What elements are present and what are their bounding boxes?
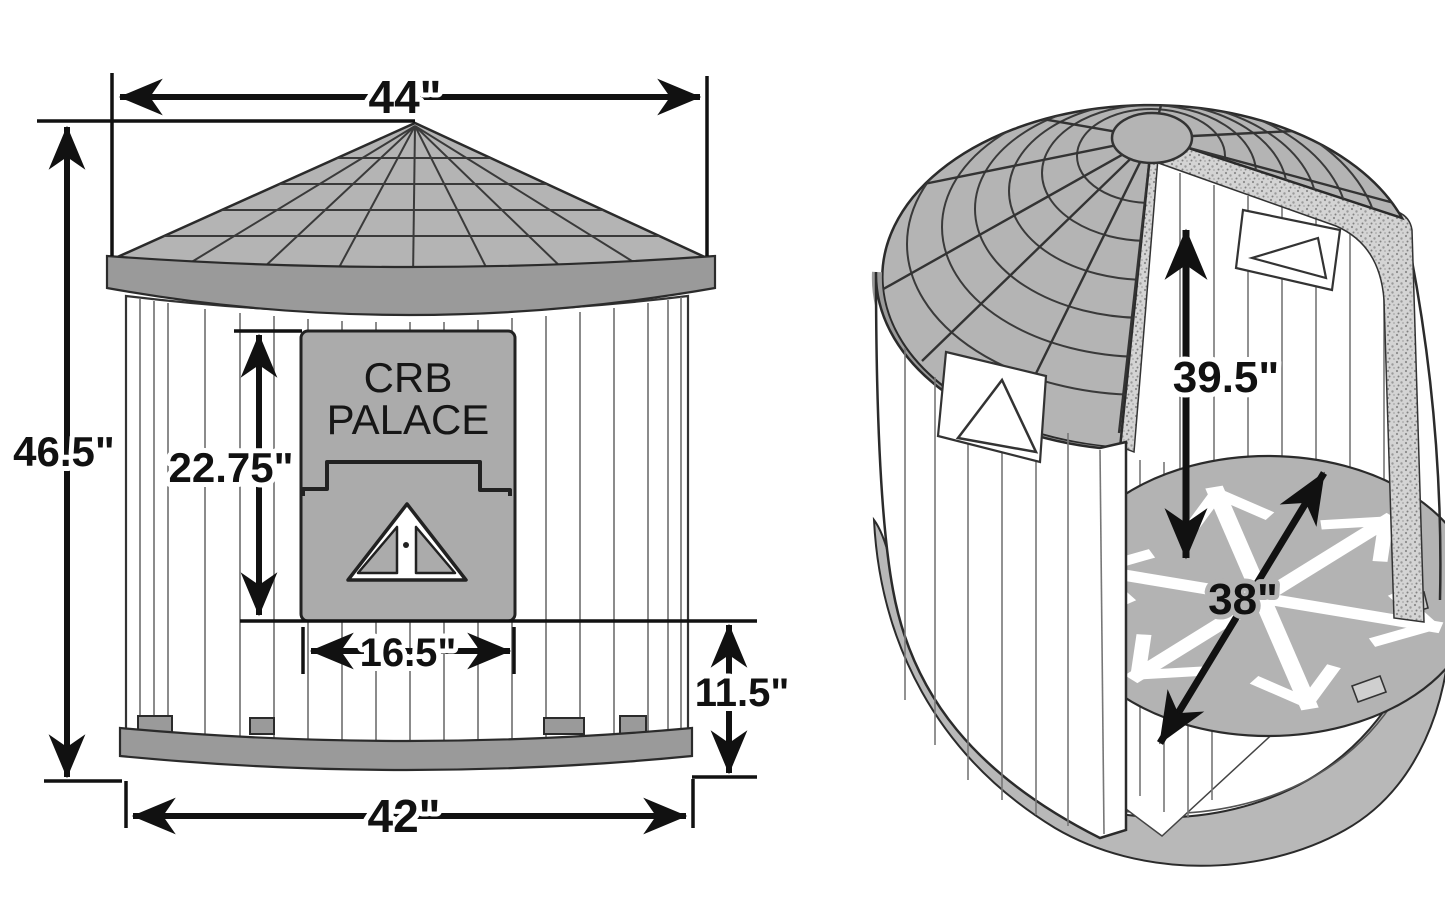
outer-wall [874,271,1128,840]
roof-hub [1110,111,1194,165]
dim-base-height: 11.5" [690,623,794,775]
dim-interior-diameter-label: 38" [1208,575,1278,624]
dim-roof-width-label: 44" [369,71,442,123]
dim-interior-diameter: 38" [1157,471,1327,745]
dim-base-width: 42" [131,785,688,847]
front-elevation-view: CRB PALACE 44" [8,66,794,847]
dim-interior-height-label: 39.5" [1173,353,1280,402]
door-title-line1: CRB [364,354,453,401]
outer-wall-slats [904,348,1105,835]
dim-base-width-label: 42" [368,790,441,842]
front-extension-lines [37,73,757,828]
roof-fascia-band [105,254,717,317]
roof-cone [105,121,717,317]
dim-door-width-label: 16.5" [360,631,457,675]
dim-base-height-label: 11.5" [695,671,790,715]
interior-vent-triangle-icon [1248,236,1328,280]
door-logo-triangle [346,502,468,582]
dim-door-height: 22.75" [163,333,299,617]
outer-vent-triangle-icon [955,377,1039,454]
door-hatch-seam [301,460,512,496]
dim-door-width: 16.5" [309,626,512,680]
cutaway-3d-view: 39.5" 38" [871,103,1445,867]
dim-overall-height: 46.5" [8,125,120,779]
interior-vent-panel [1234,208,1342,292]
base-band [118,715,694,772]
dim-door-height-label: 22.75" [168,444,293,491]
far-wall-edge [1406,239,1442,601]
dim-roof-width: 44" [118,66,702,128]
door-panel: CRB PALACE [299,329,517,623]
outer-vent-panel [936,350,1048,464]
dim-interior-height: 39.5" [1164,228,1284,560]
dim-overall-height-label: 46.5" [13,428,115,475]
door-title-line2: PALACE [327,396,490,443]
